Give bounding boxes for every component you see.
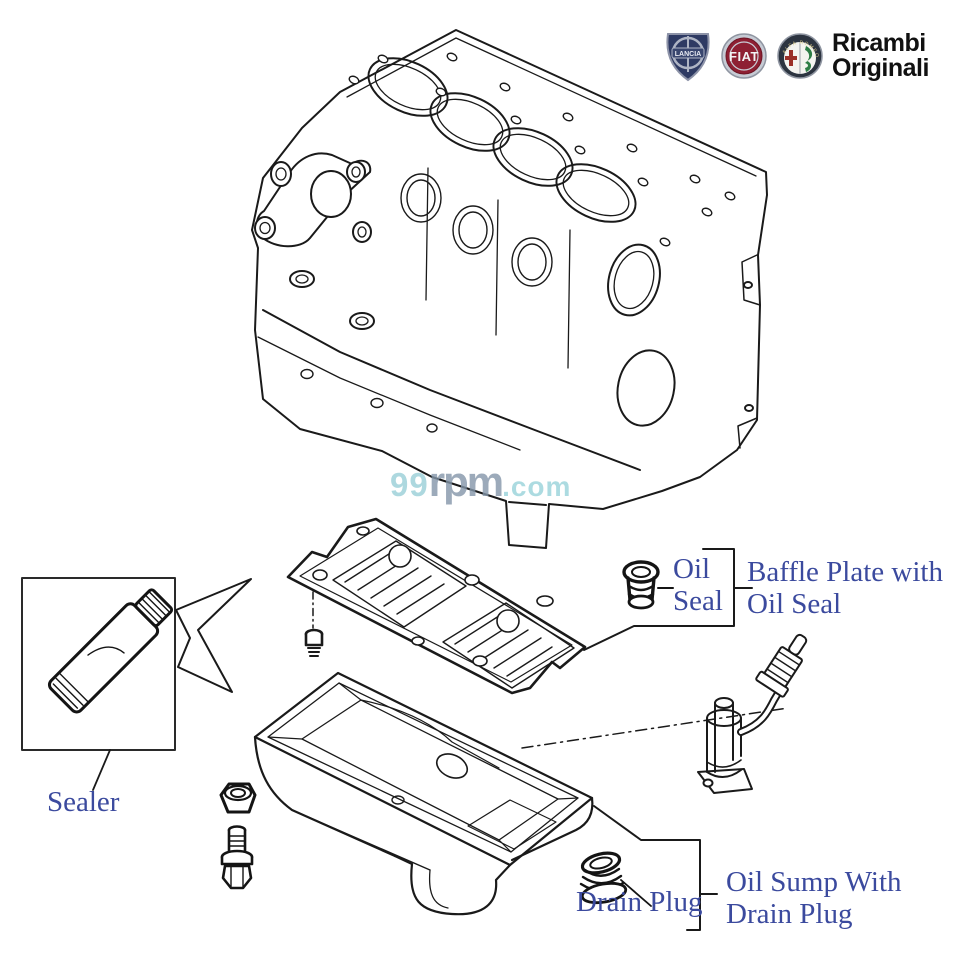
drain-plug-drawing (579, 851, 652, 907)
oil-sump-label-line2: Drain Plug (726, 898, 853, 930)
brand-text-line1: Ricambi (832, 29, 926, 57)
sealer-box (21, 577, 176, 751)
hex-nut-drawing (219, 782, 257, 814)
oil-sump-label-line1: Oil Sump With (726, 866, 902, 898)
watermark-99rpm: 99 rpm .com (390, 458, 571, 506)
oil-sump-label: Oil Sump With Drain Plug (726, 866, 902, 930)
oil-seal-label-line2: Seal (673, 585, 723, 617)
oil-seal-label: Oil Seal (673, 553, 723, 617)
oil-level-sensor-drawing (697, 633, 808, 794)
stud-bolt-drawing (220, 825, 254, 890)
brand-bar: LANCIA FIAT ALFA ROMEO Ricambi Originali (664, 26, 954, 86)
sealer-leader-line (92, 749, 111, 791)
sealer-tube-drawing (47, 588, 174, 714)
baffle-plate-label: Baffle Plate with Oil Seal (747, 556, 943, 620)
watermark-part-99: 99 (390, 466, 429, 503)
oil-sump-drawing (253, 671, 594, 916)
lancia-logo-text: LANCIA (675, 51, 701, 58)
engine-block-drawing (251, 29, 768, 549)
sump-sensor-leader-line (521, 707, 789, 749)
watermark-part-com: .com (502, 471, 572, 502)
alfa-romeo-logo-icon: ALFA ROMEO (777, 33, 823, 79)
baffle-plate-label-line1: Baffle Plate with (747, 556, 943, 588)
brand-text: Ricambi Originali (832, 31, 929, 81)
baffle-plate-label-line2: Oil Seal (747, 588, 842, 620)
drain-plug-label: Drain Plug (576, 886, 703, 918)
oil-seal-label-line1: Oil (673, 553, 711, 585)
callout-bracket-lines (583, 548, 753, 931)
baffle-plate-drawing (286, 517, 587, 695)
fiat-logo-text: FIAT (729, 49, 759, 64)
watermark-part-rpm: rpm (428, 458, 504, 505)
sealer-burst-arrow (175, 578, 252, 693)
baffle-bolt-drawing (304, 591, 324, 657)
oil-seal-drawing (622, 560, 674, 610)
lancia-logo-icon: LANCIA (666, 33, 710, 82)
fiat-logo-icon: FIAT (721, 33, 767, 79)
brand-text-line2: Originali (832, 54, 929, 82)
sealer-label: Sealer (47, 786, 120, 818)
